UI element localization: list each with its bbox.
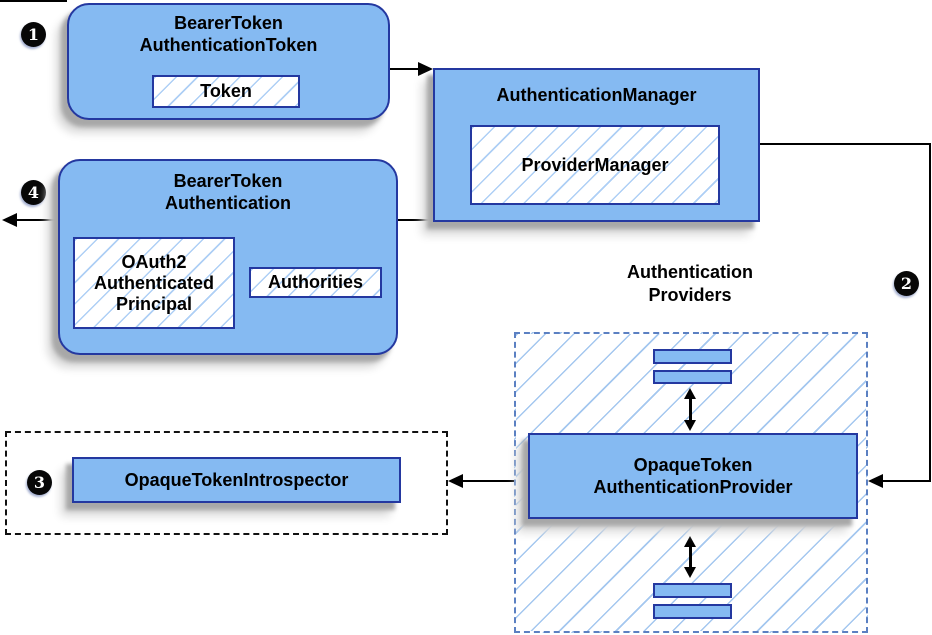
authentication-providers-label: Authentication Providers	[590, 261, 790, 307]
arrow-shaft	[688, 397, 692, 422]
arrowhead-into-providers-icon	[868, 474, 883, 488]
arrow-shaft	[688, 545, 692, 569]
provider-list-item-top-1	[653, 349, 732, 364]
step-4-badge: 4	[21, 180, 46, 205]
oauth2-authenticated-principal-chip: OAuth2 Authenticated Principal	[73, 237, 235, 329]
opaque-token-authentication-provider-line1: OpaqueToken	[633, 455, 753, 475]
oauth2-authenticated-principal-line2: Authenticated	[93, 272, 214, 293]
flow-line-step4-left	[16, 219, 59, 221]
authentication-providers-label-line2: Providers	[648, 285, 732, 305]
opaque-token-introspector-node: OpaqueTokenIntrospector	[72, 457, 401, 503]
bearer-token-authentication-token-node: BearerToken AuthenticationToken Token	[67, 3, 390, 120]
provider-list-item-bottom-2	[653, 604, 732, 619]
authentication-manager-node: AuthenticationManager ProviderManager	[433, 68, 760, 222]
arrowhead-into-introspector-icon	[448, 474, 463, 488]
bearer-token-authentication-label: BearerToken Authentication	[60, 170, 396, 214]
opaque-token-introspector-label: OpaqueTokenIntrospector	[124, 470, 349, 490]
opaque-token-authentication-provider-node: OpaqueToken AuthenticationProvider	[528, 433, 858, 519]
flow-line-step4-right	[398, 219, 433, 221]
bearer-token-authentication-token-label: BearerToken AuthenticationToken	[69, 12, 388, 56]
bearer-token-authentication-label-line1: BearerToken	[173, 171, 283, 191]
flow-line-step2-bottom	[882, 480, 930, 482]
bidirectional-arrow-top-icon	[684, 388, 696, 431]
oauth2-authenticated-principal-line1: OAuth2	[121, 251, 187, 272]
provider-list-item-bottom-1	[653, 583, 732, 598]
bearer-token-authentication-node: BearerToken Authentication OAuth2 Authen…	[58, 159, 398, 355]
arrow-up-icon	[684, 536, 696, 547]
flow-line-step1-left	[0, 0, 67, 2]
token-chip-label: Token	[200, 81, 252, 101]
flow-line-step2-top	[760, 143, 931, 145]
provider-manager-chip: ProviderManager	[470, 125, 720, 205]
authorities-chip-label: Authorities	[267, 272, 363, 292]
oauth2-authenticated-principal-line3: Principal	[115, 293, 193, 314]
arrow-up-icon	[684, 388, 696, 399]
arrow-down-icon	[684, 567, 696, 578]
arrowhead-into-authentication-manager-icon	[418, 62, 433, 76]
step-2-badge: 2	[894, 271, 919, 296]
step-3-badge: 3	[27, 470, 52, 495]
bearer-token-authentication-token-label-line1: BearerToken	[174, 13, 283, 33]
authorities-chip: Authorities	[249, 267, 382, 298]
provider-manager-chip-label: ProviderManager	[521, 154, 669, 175]
bearer-token-authentication-token-label-line2: AuthenticationToken	[139, 35, 318, 55]
flow-line-step3	[462, 480, 514, 482]
bearer-token-authentication-label-line2: Authentication	[165, 193, 291, 213]
authentication-providers-label-line1: Authentication	[627, 262, 753, 282]
flow-line-step1-right	[390, 68, 419, 70]
opaque-token-introspector-container: OpaqueTokenIntrospector	[5, 431, 448, 535]
authentication-manager-label: AuthenticationManager	[496, 85, 697, 105]
token-chip: Token	[152, 75, 300, 108]
opaque-token-authentication-provider-label: OpaqueToken AuthenticationProvider	[593, 454, 792, 498]
flow-line-step2-vertical	[929, 143, 931, 482]
arrowhead-step4-exit-icon	[2, 213, 17, 227]
step-1-badge: 1	[21, 22, 46, 47]
arrow-down-icon	[684, 420, 696, 431]
provider-list-item-top-2	[653, 370, 732, 384]
bidirectional-arrow-bottom-icon	[684, 536, 696, 578]
opaque-token-authentication-provider-line2: AuthenticationProvider	[593, 477, 793, 497]
